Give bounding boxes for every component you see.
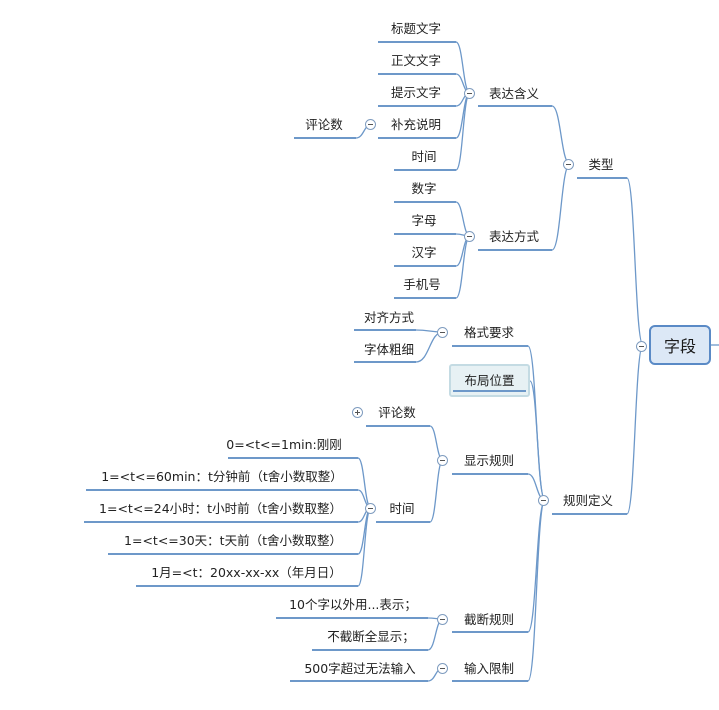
- meaning-item[interactable]: 时间: [411, 149, 437, 164]
- collapse-icon[interactable]: [437, 455, 448, 466]
- node-form[interactable]: 表达方式: [488, 229, 539, 244]
- time-rule[interactable]: 0=<t<=1min:刚刚: [226, 437, 342, 452]
- form-item[interactable]: 字母: [411, 213, 437, 228]
- collapse-icon[interactable]: [636, 341, 647, 352]
- form-item[interactable]: 数字: [411, 181, 437, 196]
- node-display[interactable]: 显示规则: [463, 453, 514, 468]
- truncate-item[interactable]: 不截断全显示；: [327, 629, 415, 644]
- time-rule[interactable]: 1=<t<=60min：t分钟前（t舍小数取整）: [101, 469, 343, 484]
- form-item[interactable]: 汉字: [411, 245, 437, 260]
- display-comments[interactable]: 评论数: [378, 405, 416, 420]
- meaning-item[interactable]: 标题文字: [390, 21, 441, 36]
- collapse-icon[interactable]: [437, 663, 448, 674]
- form-item[interactable]: 手机号: [403, 277, 441, 292]
- collapse-icon[interactable]: [538, 495, 549, 506]
- collapse-icon[interactable]: [563, 159, 574, 170]
- node-input-limit[interactable]: 输入限制: [463, 661, 514, 676]
- time-rule[interactable]: 1月=<t：20xx-xx-xx（年月日）: [151, 565, 342, 580]
- time-rule[interactable]: 1=<t<=24小时：t小时前（t舍小数取整）: [99, 501, 342, 516]
- node-layout[interactable]: 布局位置: [449, 364, 530, 397]
- note-comments[interactable]: 评论数: [305, 117, 343, 132]
- collapse-icon[interactable]: [464, 88, 475, 99]
- node-format[interactable]: 格式要求: [463, 325, 514, 340]
- expand-icon[interactable]: [352, 407, 363, 418]
- collapse-icon[interactable]: [365, 503, 376, 514]
- meaning-item[interactable]: 补充说明: [390, 117, 441, 132]
- input-limit-item[interactable]: 500字超过无法输入: [304, 661, 416, 676]
- time-rule[interactable]: 1=<t<=30天：t天前（t舍小数取整）: [124, 533, 342, 548]
- truncate-item[interactable]: 10个字以外用...表示；: [289, 597, 417, 612]
- format-item[interactable]: 字体粗细: [363, 342, 414, 357]
- node-meaning[interactable]: 表达含义: [488, 86, 539, 101]
- collapse-icon[interactable]: [365, 119, 376, 130]
- collapse-icon[interactable]: [464, 231, 475, 242]
- root-node[interactable]: 字段: [649, 325, 711, 365]
- collapse-icon[interactable]: [437, 614, 448, 625]
- branch-rules[interactable]: 规则定义: [562, 493, 613, 508]
- node-truncate[interactable]: 截断规则: [463, 612, 514, 627]
- collapse-icon[interactable]: [437, 327, 448, 338]
- display-time[interactable]: 时间: [389, 501, 415, 516]
- meaning-item[interactable]: 正文文字: [390, 53, 441, 68]
- meaning-item[interactable]: 提示文字: [390, 85, 441, 100]
- format-item[interactable]: 对齐方式: [363, 310, 414, 325]
- branch-type[interactable]: 类型: [588, 157, 614, 172]
